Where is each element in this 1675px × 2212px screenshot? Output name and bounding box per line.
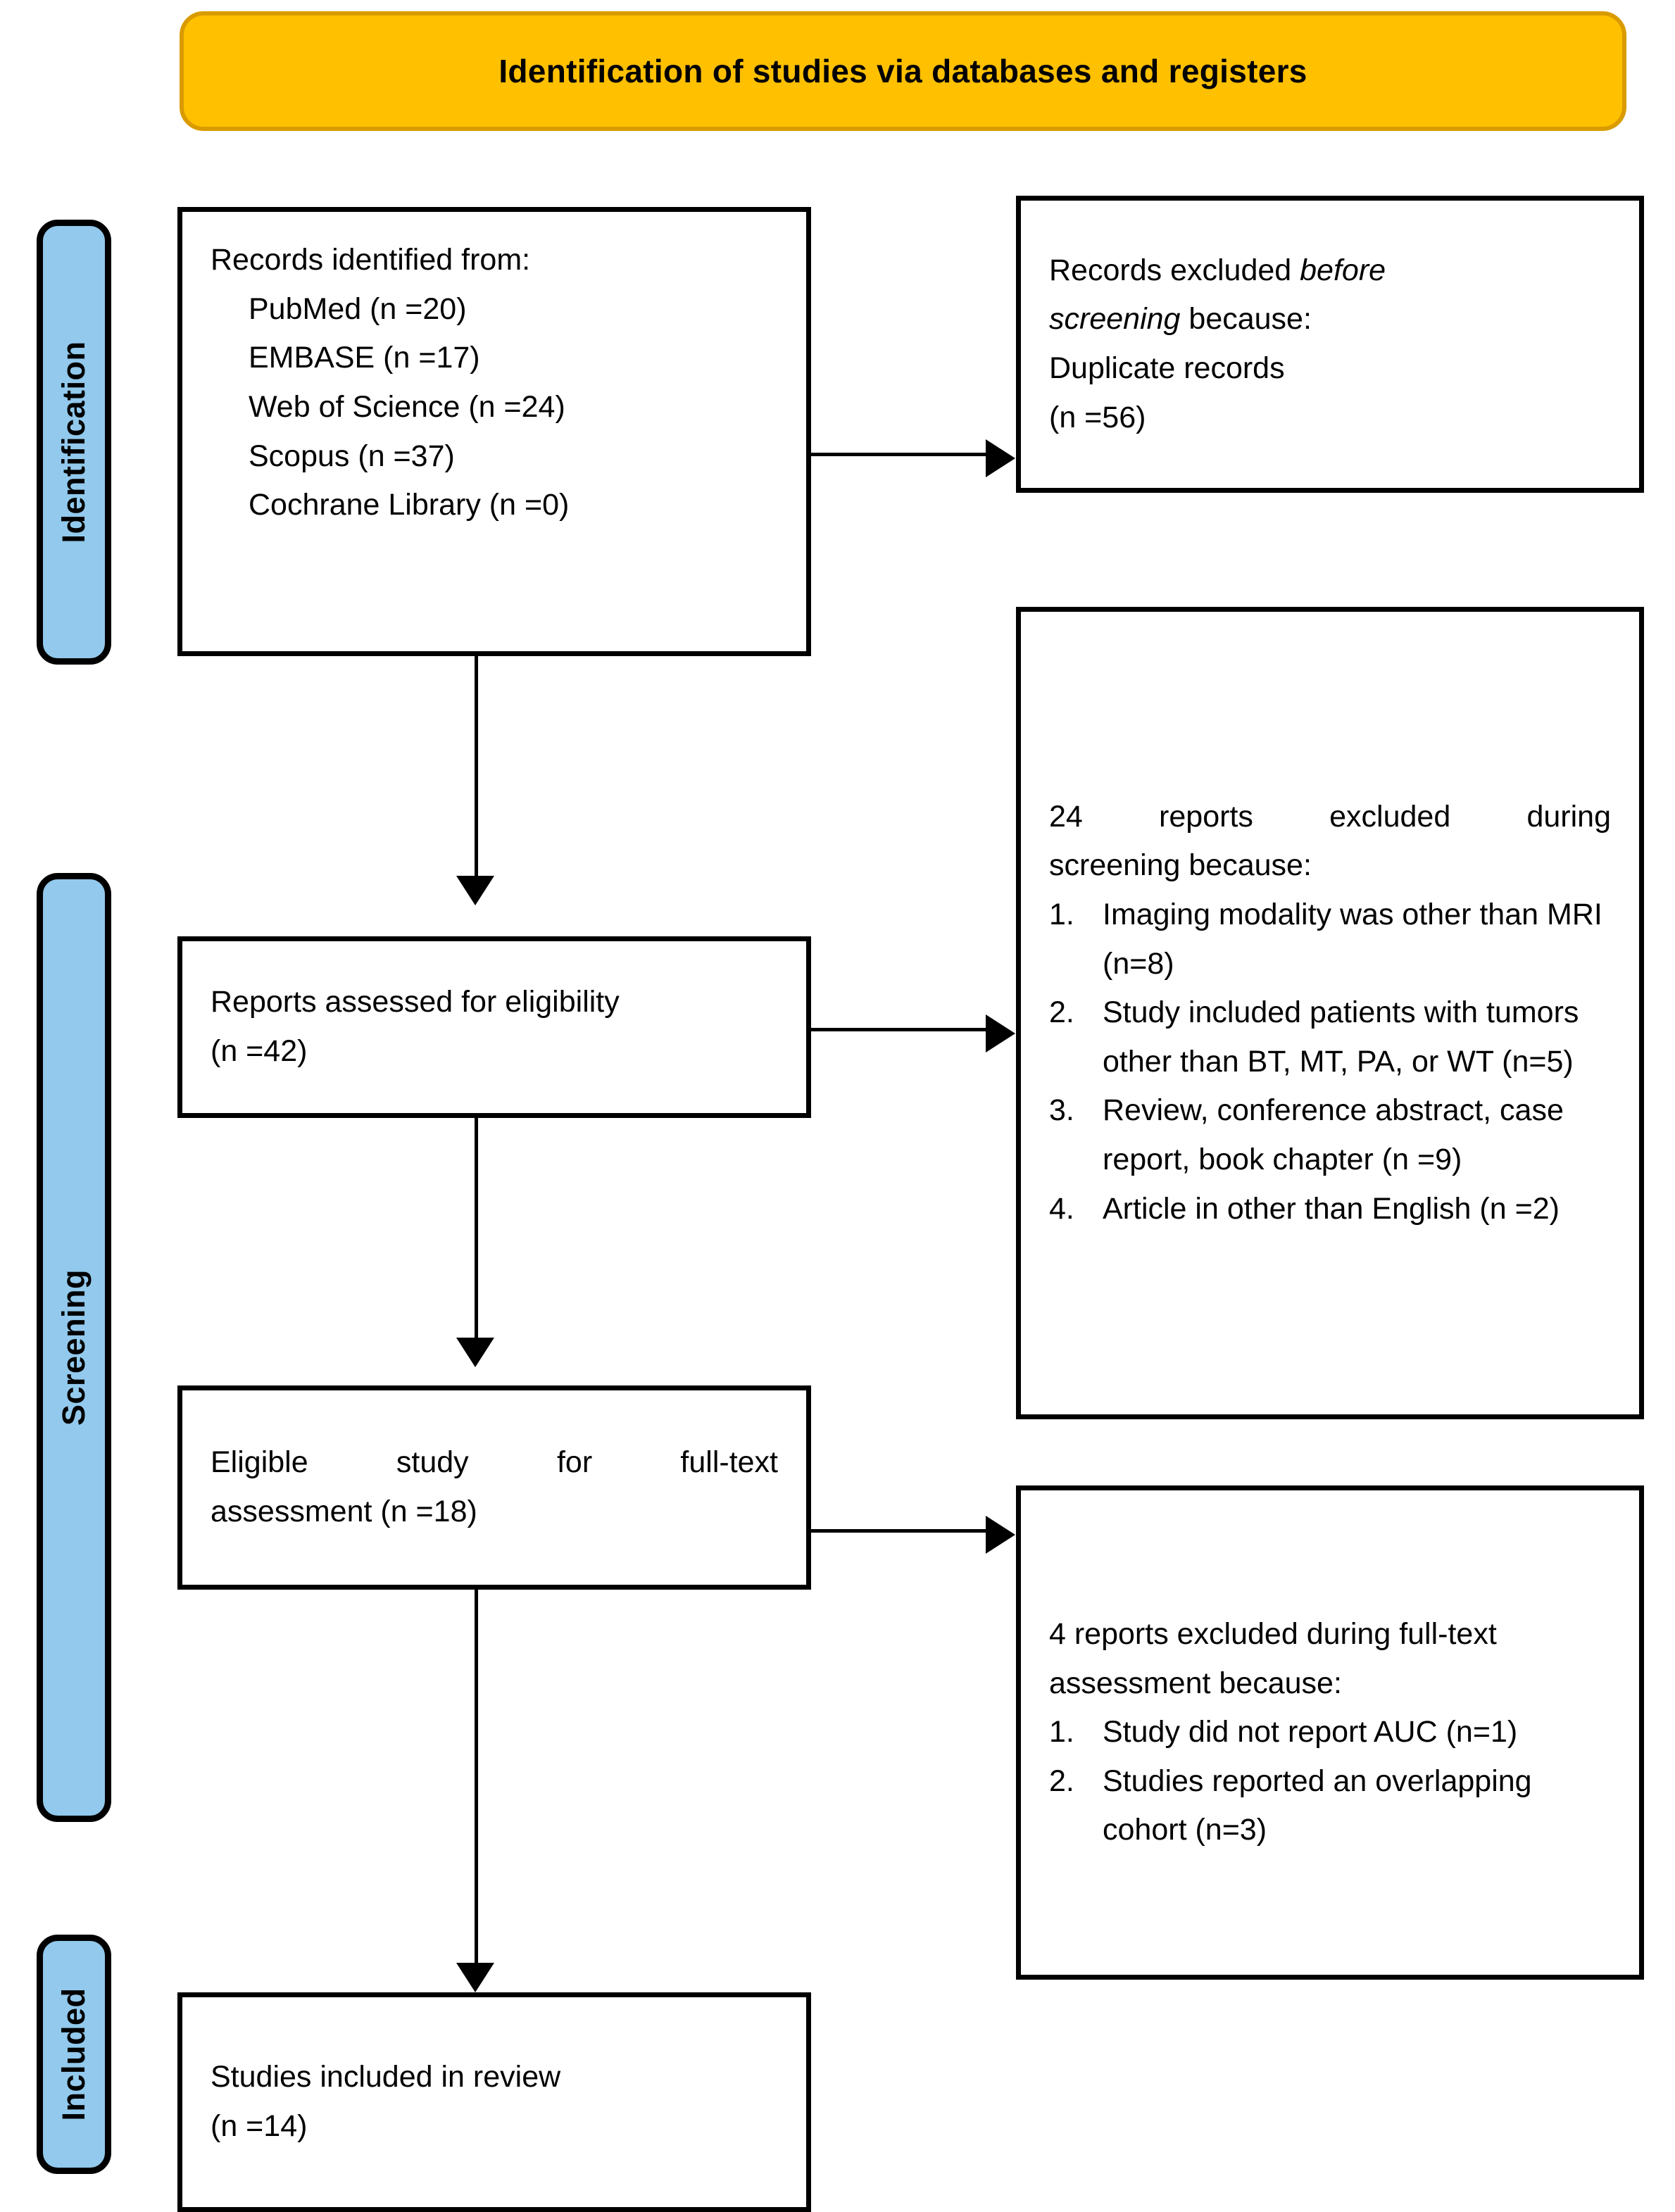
excluded-before-line2: screening because: xyxy=(1049,295,1611,344)
connector-fulltext-to-included xyxy=(475,1590,478,1963)
reason-text: Studies reported an overlapping cohort (… xyxy=(1103,1764,1532,1847)
studies-included-line2: (n =14) xyxy=(211,2109,308,2143)
connector-eligibility-to-excluded-screening xyxy=(811,1028,986,1031)
arrow-right-icon xyxy=(986,439,1015,477)
excluded-before-line1-prefix: Records excluded xyxy=(1049,253,1300,287)
arrow-down-icon xyxy=(456,876,494,905)
box-reports-assessed-for-eligibility: Reports assessed for eligibility (n =42) xyxy=(177,936,811,1118)
records-source-pubmed: PubMed (n =20) xyxy=(249,291,467,326)
box-reports-excluded-during-screening: 24 reports excluded during screening bec… xyxy=(1016,607,1644,1419)
excluded-fulltext-reason-list: 1. Study did not report AUC (n=1) 2. Stu… xyxy=(1049,1708,1611,1855)
stage-rail-included-label: Included xyxy=(56,1987,92,2121)
reason-text: Review, conference abstract, case report… xyxy=(1103,1093,1564,1177)
reason-text: Study included patients with tumors othe… xyxy=(1103,995,1579,1079)
records-source-embase: EMBASE (n =17) xyxy=(249,341,480,375)
reason-number: 2. xyxy=(1049,1764,1074,1798)
list-item: 4. Article in other than English (n =2) xyxy=(1049,1185,1611,1234)
stage-rail-included: Included xyxy=(37,1935,111,2174)
excluded-fulltext-line1: 4 reports excluded during full-text xyxy=(1049,1616,1497,1651)
studies-included-line1: Studies included in review xyxy=(211,2060,561,2094)
reports-assessed-line2: (n =42) xyxy=(211,1034,308,1068)
reason-text: Imaging modality was other than MRI (n=8… xyxy=(1103,897,1602,981)
excluded-screening-line2: screening because: xyxy=(1049,848,1312,883)
stage-rail-screening: Screening xyxy=(37,873,111,1822)
box-studies-included-in-review: Studies included in review (n =14) xyxy=(177,1992,811,2212)
connector-fulltext-to-excluded-fulltext xyxy=(811,1529,986,1533)
connector-records-to-eligibility xyxy=(475,656,478,876)
stage-rail-identification: Identification xyxy=(37,220,111,665)
box-eligible-study-full-text: Eligible study for full-text assessment … xyxy=(177,1385,811,1590)
eligible-fulltext-line1: Eligible study for full-text xyxy=(211,1445,778,1480)
reason-number: 2. xyxy=(1049,995,1074,1030)
records-source-cochrane: Cochrane Library (n =0) xyxy=(249,488,570,522)
connector-records-to-excluded-before xyxy=(811,453,986,456)
stage-rail-screening-label: Screening xyxy=(56,1269,92,1426)
list-item: 3. Review, conference abstract, case rep… xyxy=(1049,1086,1611,1184)
excluded-before-line1-italic: before xyxy=(1300,253,1386,287)
records-source-scopus: Scopus (n =37) xyxy=(249,439,455,473)
list-item: 2. Studies reported an overlapping cohor… xyxy=(1049,1757,1611,1855)
box-reports-excluded-during-full-text: 4 reports excluded during full-text asse… xyxy=(1016,1485,1644,1980)
reason-number: 4. xyxy=(1049,1191,1074,1226)
arrow-down-icon xyxy=(456,1963,494,1992)
diagram-title: Identification of studies via databases … xyxy=(498,53,1307,89)
arrow-right-icon xyxy=(986,1014,1015,1052)
excluded-screening-reason-list: 1. Imaging modality was other than MRI (… xyxy=(1049,891,1611,1234)
box-records-excluded-before-screening: Records excluded before screening becaus… xyxy=(1016,196,1644,493)
excluded-before-line4: (n =56) xyxy=(1049,400,1146,434)
list-item: 1. Study did not report AUC (n=1) xyxy=(1049,1708,1611,1757)
records-heading: Records identified from: xyxy=(211,243,531,277)
reason-text: Study did not report AUC (n=1) xyxy=(1103,1715,1518,1749)
excluded-before-line3: Duplicate records xyxy=(1049,351,1285,385)
reason-number: 1. xyxy=(1049,897,1074,931)
reason-text: Article in other than English (n =2) xyxy=(1103,1191,1560,1226)
excluded-fulltext-line2: assessment because: xyxy=(1049,1666,1342,1700)
connector-eligibility-to-fulltext xyxy=(475,1118,478,1338)
records-source-web-of-science: Web of Science (n =24) xyxy=(249,389,565,424)
arrow-right-icon xyxy=(986,1516,1015,1554)
excluded-before-line1: Records excluded before xyxy=(1049,246,1611,296)
diagram-title-banner: Identification of studies via databases … xyxy=(180,11,1626,131)
reason-number: 1. xyxy=(1049,1715,1074,1749)
list-item: 2. Study included patients with tumors o… xyxy=(1049,988,1611,1086)
reports-assessed-line1: Reports assessed for eligibility xyxy=(211,985,620,1019)
eligible-fulltext-line2: assessment (n =18) xyxy=(211,1495,477,1528)
box-records-identified: Records identified from: PubMed (n =20) … xyxy=(177,207,811,656)
excluded-screening-line1: 24 reports excluded during xyxy=(1049,799,1611,834)
arrow-down-icon xyxy=(456,1338,494,1367)
excluded-before-line2-italic: screening xyxy=(1049,302,1181,337)
reason-number: 3. xyxy=(1049,1093,1074,1128)
list-item: 1. Imaging modality was other than MRI (… xyxy=(1049,891,1611,988)
stage-rail-identification-label: Identification xyxy=(56,341,92,543)
excluded-before-line2-suffix: because: xyxy=(1180,302,1312,337)
